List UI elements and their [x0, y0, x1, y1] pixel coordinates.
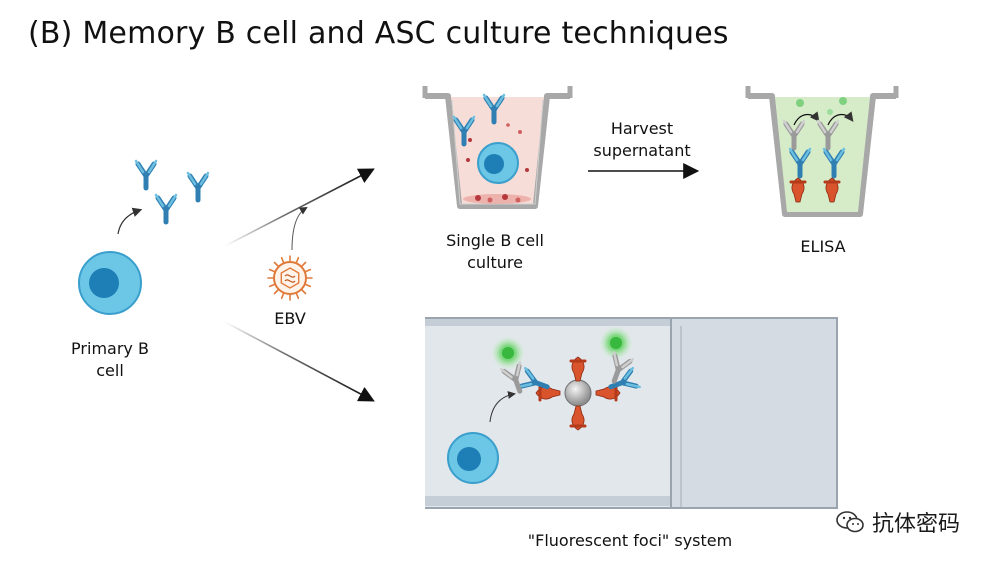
watermark-text: 抗体密码 [872, 512, 961, 537]
label-elisa: ELISA [800, 237, 846, 256]
secretion-arrow [117, 207, 143, 235]
arrow-to-fluorescent-foci [224, 321, 375, 402]
label-fluorescent-foci-system: "Fluorescent foci" system [527, 531, 733, 550]
label-harvest-supernatant: Harvest supernatant [593, 119, 691, 160]
label-ebv: EBV [274, 309, 306, 328]
wechat-logo-icon [836, 509, 866, 535]
culture-well [422, 86, 573, 209]
fluorescent-foci-chamber [425, 317, 838, 509]
label-single-b-cell-culture: Single B cell culture [446, 231, 544, 272]
ebv-virus-icon [267, 255, 313, 301]
ebv-infection-arrow [291, 206, 308, 251]
secreted-antibodies [136, 161, 208, 222]
elisa-well [745, 86, 899, 217]
figure-title: (B) Memory B cell and ASC culture techni… [28, 16, 729, 51]
watermark: 抗体密码 [836, 506, 960, 538]
primary-b-cell [78, 251, 142, 315]
arrow-to-single-cell-culture [224, 168, 375, 247]
label-primary-b-cell: Primary B cell [71, 339, 149, 380]
